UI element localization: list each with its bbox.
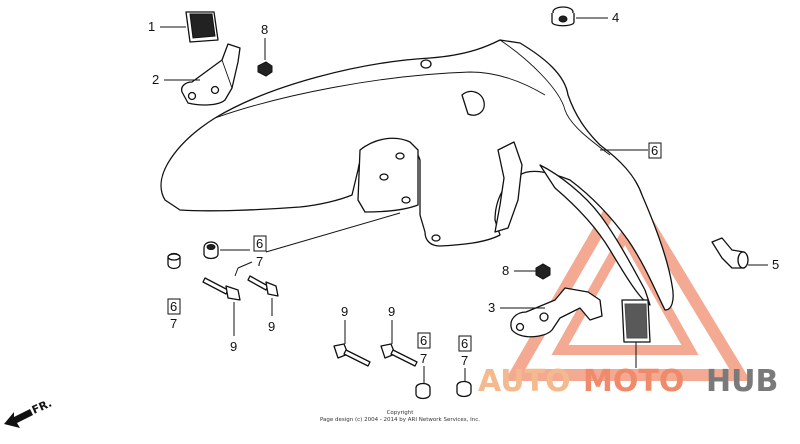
bracket-2-hole-a — [187, 91, 197, 101]
part-3-reflector-bracket[interactable]: 3 — [488, 287, 603, 338]
fender-rear-edge — [499, 39, 611, 156]
part-7-cap-center[interactable]: 6 7 — [203, 212, 401, 277]
part-5-reflector-mount[interactable]: 5 — [711, 237, 779, 272]
part-4-grommet[interactable]: 4 — [551, 6, 619, 27]
callout-6-center-box — [253, 235, 267, 252]
leader-7-to-fender — [265, 212, 401, 253]
callout-5: 5 — [772, 257, 779, 272]
bolt-9a-head — [225, 285, 241, 301]
callout-6-bottom-b-box — [458, 335, 472, 352]
reflector[interactable] — [621, 299, 651, 368]
fender-middle-bracket — [494, 141, 523, 233]
stay-hole-2 — [379, 173, 389, 181]
front-fender[interactable] — [160, 39, 674, 311]
bolt-9b-shaft — [247, 275, 269, 291]
part-9-bolt-b[interactable]: 9 — [247, 275, 279, 334]
callout-6-center: 6 — [256, 236, 263, 251]
part-2-bracket[interactable]: 2 — [152, 43, 241, 106]
part-7-washer-left[interactable]: 6 7 — [167, 252, 181, 332]
nut-8-top — [257, 61, 273, 77]
callout-2: 2 — [152, 72, 159, 87]
part-7-washer-bottom-a[interactable]: 6 7 — [415, 332, 431, 400]
callout-3: 3 — [488, 300, 495, 315]
callout-7-center: 7 — [256, 254, 263, 269]
part-9-bolt-d[interactable]: 9 — [380, 304, 418, 367]
part-6-fender-callout[interactable]: 6 — [600, 142, 662, 159]
stay-hole-3 — [401, 196, 411, 204]
bolt-9a-shaft — [202, 277, 229, 295]
callout-6-left-box — [167, 298, 181, 315]
stay-hole-1 — [395, 152, 405, 160]
bolt-9b-head — [265, 281, 279, 297]
callout-9c: 9 — [341, 304, 348, 319]
callout-1: 1 — [148, 19, 155, 34]
bolt-9d-shaft — [390, 349, 418, 367]
fender-crest-line — [214, 71, 546, 119]
callout-8-top: 8 — [261, 22, 268, 37]
cap-7-center-top — [206, 244, 216, 250]
bracket-3-hole — [539, 312, 549, 322]
callout-6-fender-box — [648, 142, 662, 159]
washer-7-left-top — [167, 253, 181, 261]
copyright-line2: Page design (c) 2004 - 2014 by ARI Netwo… — [320, 417, 480, 423]
callout-7-bottom-b: 7 — [461, 353, 468, 368]
part-5-end — [737, 251, 749, 269]
fender-rear-stay — [539, 164, 651, 306]
grommet-4-center — [558, 15, 568, 23]
callout-9b: 9 — [268, 319, 275, 334]
nut-8-right — [535, 263, 551, 280]
callout-8-right: 8 — [502, 263, 509, 278]
bracket-2-body — [180, 43, 241, 106]
washer-7-bottom-a — [415, 382, 431, 400]
leader-7-center-a — [237, 261, 253, 269]
callout-9d: 9 — [388, 304, 395, 319]
part-8-nut-right[interactable]: 8 — [502, 263, 551, 280]
reflector-lens — [624, 303, 648, 339]
watermark-triangle — [504, 173, 751, 381]
callout-6-bottom-a: 6 — [420, 333, 427, 348]
part-1-emblem[interactable]: 1 — [148, 11, 219, 43]
part-8-nut-top[interactable]: 8 — [257, 22, 273, 77]
callout-6-left: 6 — [170, 299, 177, 314]
callout-7-bottom-a: 7 — [420, 351, 427, 366]
bracket-2-fold — [221, 59, 233, 89]
fender-top-hole — [420, 59, 432, 69]
fr-label: FR. — [30, 397, 54, 417]
part-7-washer-bottom-b[interactable]: 6 7 — [456, 335, 472, 398]
watermark-part1: AUTO — [478, 364, 571, 399]
stay-hole-4 — [431, 234, 441, 242]
watermark-part2: MOTO — [583, 364, 684, 399]
fr-arrow-icon — [4, 409, 33, 428]
copyright-line1: Copyright — [387, 410, 415, 416]
callout-6-bottom-b: 6 — [461, 336, 468, 351]
front-direction-indicator: FR. — [4, 397, 54, 428]
bracket-3-body — [510, 287, 603, 338]
callout-6-bottom-a-box — [417, 332, 431, 349]
part-9-bolt-c[interactable]: 9 — [333, 304, 371, 367]
copyright-notice: Copyright Page design (c) 2004 - 2014 by… — [320, 410, 480, 423]
bracket-3-hole-b — [515, 322, 525, 332]
emblem-face — [189, 13, 216, 39]
part-9-bolt-a[interactable]: 9 — [202, 277, 241, 354]
callout-4: 4 — [612, 10, 619, 25]
watermark-part3: HUB — [706, 364, 778, 399]
callout-7-left: 7 — [170, 316, 177, 331]
callout-9a: 9 — [230, 339, 237, 354]
fender-top-grommet — [461, 90, 485, 116]
bolt-9c-shaft — [343, 349, 371, 367]
washer-7-bottom-b — [456, 380, 472, 398]
leader-7-center-b — [234, 267, 239, 277]
bracket-2-hole-b — [210, 85, 220, 95]
watermark-text: AUTO MOTO HUB — [478, 364, 778, 399]
callout-6-fender: 6 — [651, 143, 658, 158]
